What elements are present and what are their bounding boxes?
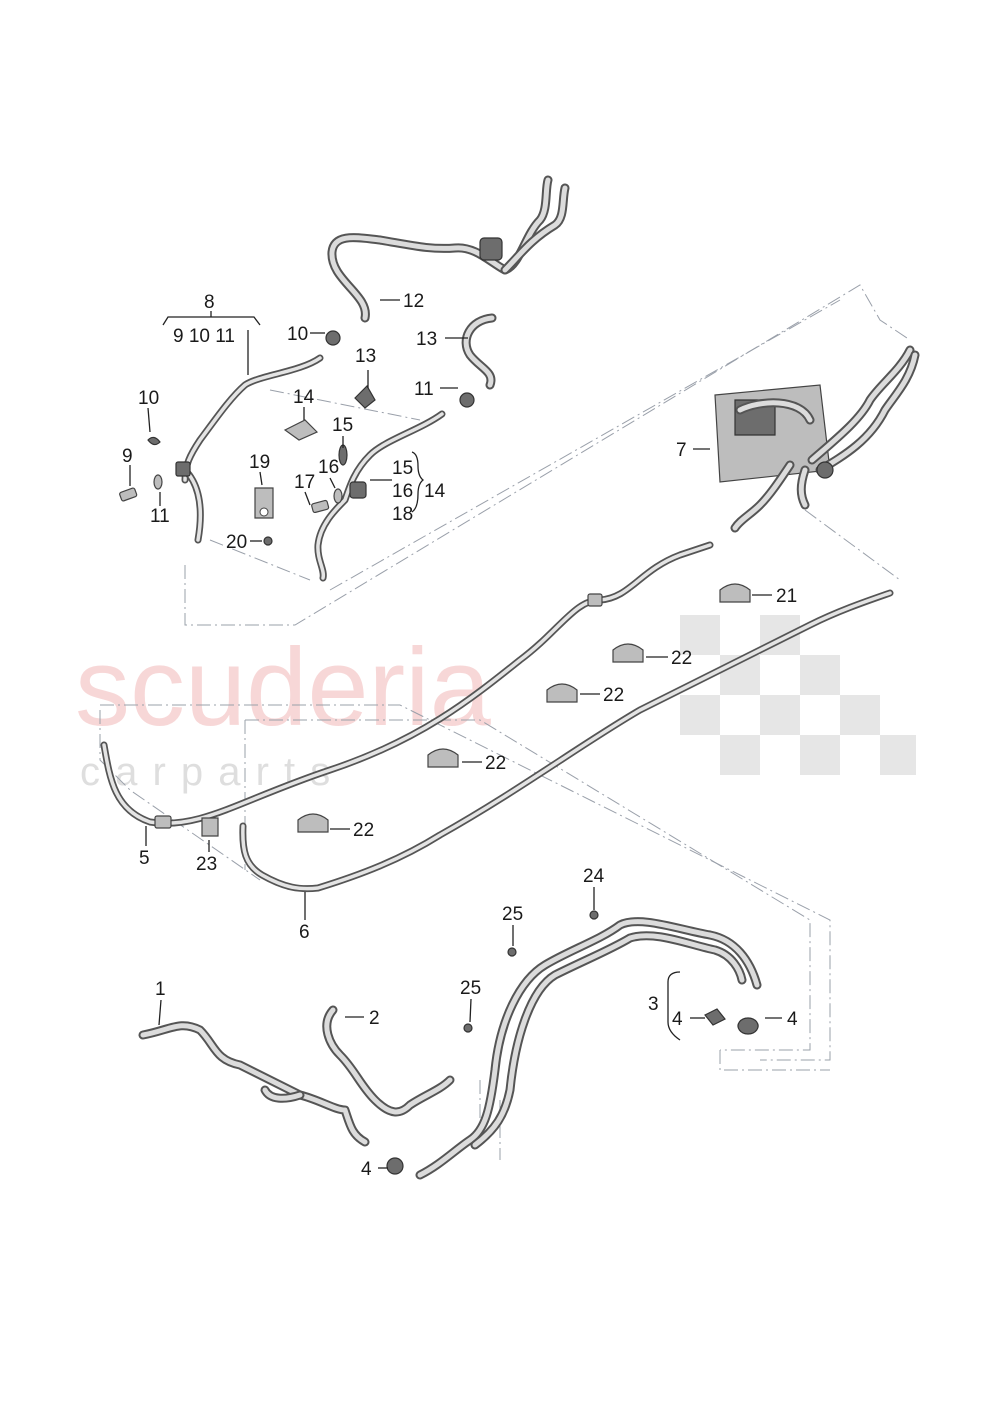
- small-parts-upper: [119, 330, 475, 546]
- callout-22-a: 21: [776, 586, 797, 607]
- leader-lines: [129, 299, 782, 1169]
- callout-16-upper: 10: [287, 324, 308, 345]
- callout-25-b: 25: [502, 904, 523, 925]
- callout-4-bottom: 4: [361, 1159, 372, 1180]
- callout-8: 8: [204, 292, 215, 313]
- callout-13-upper: 15: [332, 415, 353, 436]
- callout-6: 6: [299, 922, 310, 943]
- callout-23: 22: [353, 820, 374, 841]
- watermark-brand: scuderia: [75, 626, 492, 749]
- checkered-flag-logo: [680, 615, 916, 775]
- hose-17: [327, 175, 570, 323]
- callout-16-lower: 11: [414, 379, 434, 400]
- callout-17: 12: [403, 291, 424, 312]
- callout-18: 13: [416, 329, 437, 350]
- callout-22-c: 22: [603, 685, 624, 706]
- pipe-6: [239, 589, 894, 893]
- callout-20: 19: [249, 452, 270, 473]
- callout-1: 1: [155, 979, 166, 1000]
- callout-12: 14: [424, 481, 446, 502]
- hose-8: [175, 354, 324, 544]
- callout-19-left: 14: [293, 387, 315, 408]
- callout-5: 5: [139, 848, 150, 869]
- callout-22-b: 22: [671, 648, 692, 669]
- bolts-25: [463, 910, 599, 1033]
- hose-12: [314, 410, 446, 582]
- pipe-clips: [201, 583, 751, 837]
- callout-11: 11: [150, 506, 170, 527]
- callout-19-right: 13: [355, 346, 376, 367]
- callout-2: 2: [369, 1008, 380, 1029]
- callout-4-right: 4: [787, 1009, 798, 1030]
- callout-4-left: 4: [672, 1009, 683, 1030]
- watermark: scuderia c a r p a r t s: [75, 615, 916, 794]
- callout-9: 9: [122, 446, 133, 467]
- callout-3: 3: [648, 994, 659, 1015]
- hose-1: [138, 1021, 370, 1147]
- pipe-5: [100, 541, 714, 829]
- callout-8-subparts: 9 10 11: [173, 326, 235, 347]
- callout-25-a: 24: [583, 866, 605, 887]
- hose-18: [461, 313, 497, 390]
- callout-15-group: 18: [392, 504, 413, 525]
- hose-3: [415, 917, 762, 1180]
- callout-15-upper: 17: [294, 472, 315, 493]
- callout-7: 7: [676, 440, 687, 461]
- pump-module-7: [714, 345, 920, 533]
- callout-10: 10: [138, 388, 159, 409]
- hose-2: [322, 1005, 455, 1175]
- callout-24: 23: [196, 854, 217, 875]
- callout-22-d: 22: [485, 753, 506, 774]
- callout-25-c: 25: [460, 978, 481, 999]
- callout-14-upper: 16: [318, 457, 339, 478]
- callout-14-group: 16: [392, 481, 413, 502]
- callout-21: 20: [226, 532, 247, 553]
- callout-13-group: 15: [392, 458, 413, 479]
- callout-labels: 12 10 13 13 11 14 15 8 9 10 11 10 9 11 1…: [122, 291, 798, 1180]
